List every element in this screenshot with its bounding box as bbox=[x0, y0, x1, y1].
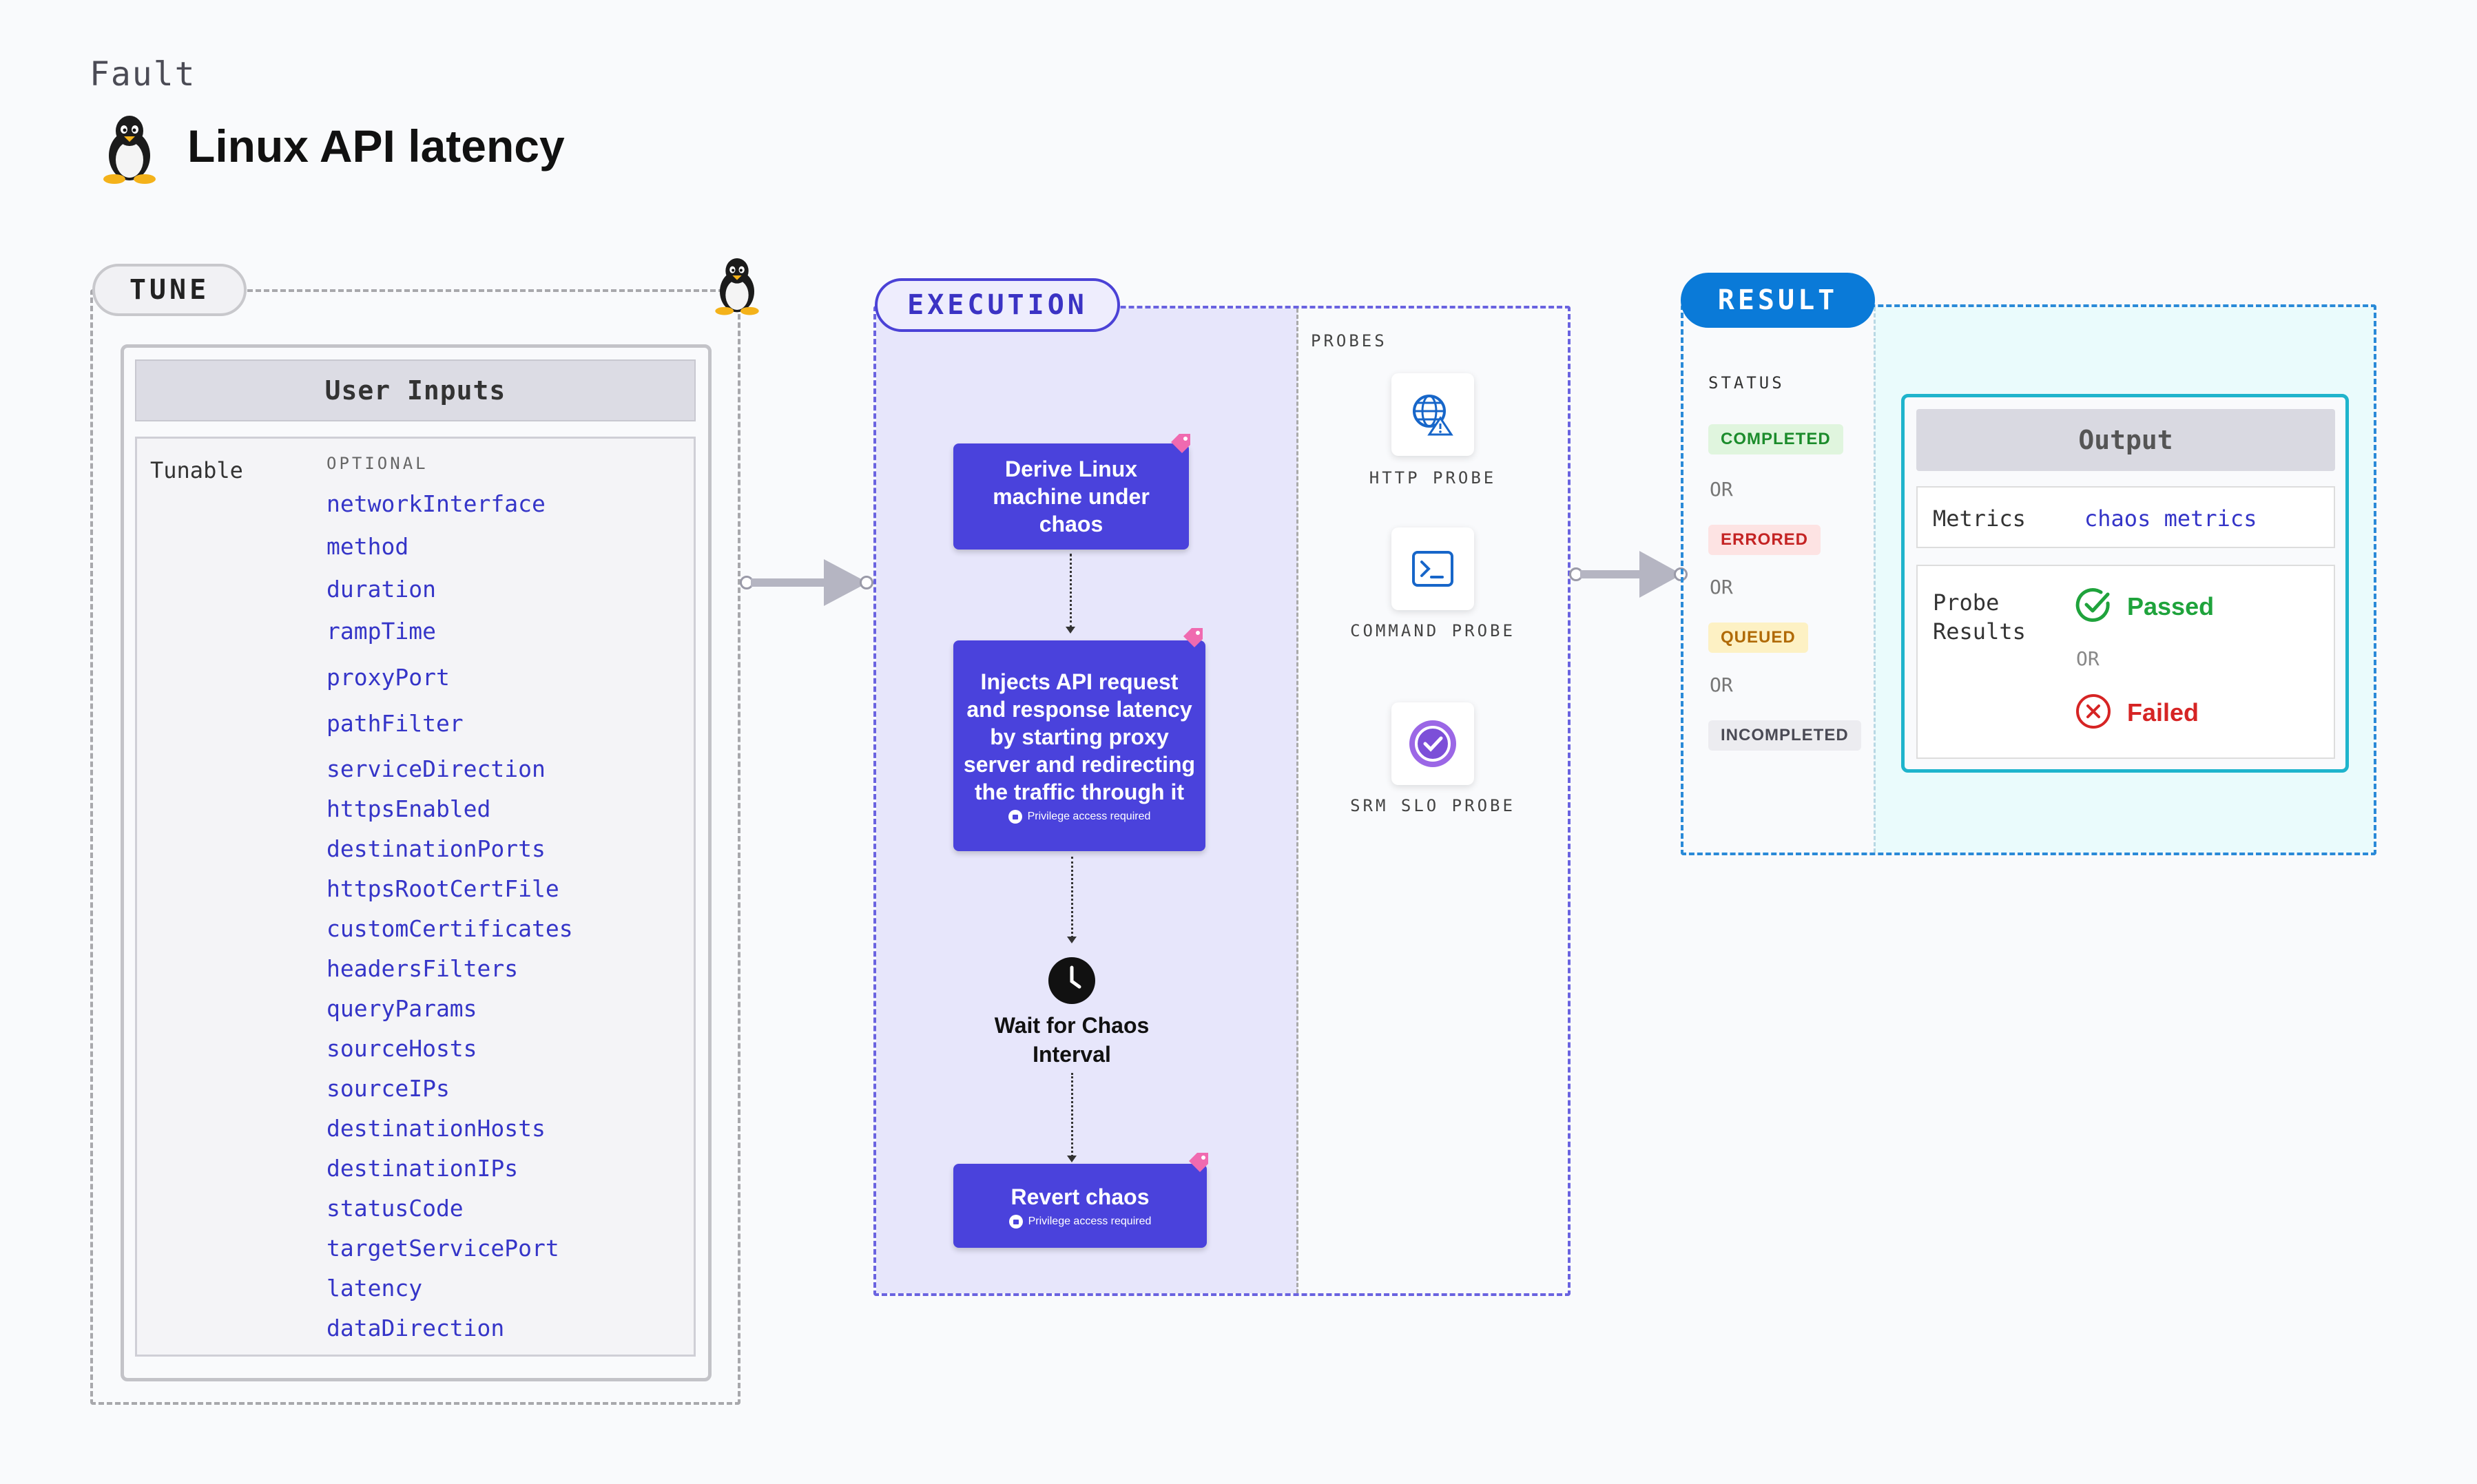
passed-label: Passed bbox=[2127, 592, 2215, 620]
param-item: pathFilter bbox=[327, 710, 464, 737]
probes-label: PROBES bbox=[1311, 331, 1387, 351]
flow-arrow-head bbox=[1639, 551, 1682, 598]
execution-pill: EXECUTION bbox=[875, 278, 1120, 332]
result-divider bbox=[1874, 307, 1876, 853]
or-label: OR bbox=[1710, 673, 1733, 696]
command-probe-label: COMMAND PROBE bbox=[1350, 621, 1515, 640]
param-item: networkInterface bbox=[327, 490, 546, 517]
step-inject-latency: Injects API request and response latency… bbox=[953, 640, 1205, 851]
param-item: customCertificates bbox=[327, 915, 573, 942]
param-item: serviceDirection bbox=[327, 755, 546, 782]
chaos-tag-icon bbox=[1171, 434, 1190, 453]
command-probe-tile bbox=[1391, 527, 1474, 610]
param-item: destinationHosts bbox=[327, 1115, 546, 1142]
step-derive-label: Derive Linux machine under chaos bbox=[993, 457, 1150, 536]
step-derive-machine: Derive Linux machine under chaos bbox=[953, 443, 1189, 550]
srm-slo-probe-label: SRM SLO PROBE bbox=[1350, 796, 1515, 815]
clock-icon bbox=[1048, 957, 1095, 1004]
chaos-tag-icon bbox=[1189, 1153, 1208, 1172]
flow-connector bbox=[1070, 554, 1072, 628]
result-pill: RESULT bbox=[1681, 273, 1875, 328]
step-revert-label: Revert chaos bbox=[1011, 1184, 1150, 1209]
param-item: sourceHosts bbox=[327, 1035, 477, 1062]
flow-connector bbox=[1071, 1073, 1073, 1157]
globe-warning-icon bbox=[1413, 395, 1453, 436]
step-inject-label: Injects API request and response latency… bbox=[963, 669, 1196, 804]
privilege-note: Privilege access required bbox=[1008, 810, 1151, 824]
flow-arrow-head bbox=[824, 559, 868, 606]
metrics-value: chaos metrics bbox=[2084, 505, 2257, 532]
wait-chaos-interval-label: Wait for Chaos Interval bbox=[994, 1013, 1150, 1067]
privilege-label: Privilege access required bbox=[1028, 1215, 1152, 1227]
linux-tux-icon bbox=[715, 258, 759, 315]
execution-section bbox=[873, 306, 1571, 1296]
fault-eyebrow: Fault bbox=[90, 55, 196, 94]
privilege-label: Privilege access required bbox=[1027, 811, 1151, 822]
http-probe-tile bbox=[1391, 373, 1474, 456]
lock-icon bbox=[1008, 810, 1022, 824]
metrics-row bbox=[1916, 486, 2335, 548]
param-item: sourceIPs bbox=[327, 1075, 450, 1102]
optional-label: OPTIONAL bbox=[327, 454, 428, 473]
tune-section bbox=[90, 289, 740, 1405]
page-title: Linux API latency bbox=[187, 121, 565, 171]
user-inputs-title: User Inputs bbox=[135, 359, 696, 421]
param-item: statusCode bbox=[327, 1195, 464, 1222]
privilege-note: Privilege access required bbox=[1008, 1215, 1152, 1229]
status-label: STATUS bbox=[1708, 373, 1785, 393]
param-item: httpsRootCertFile bbox=[327, 875, 559, 902]
srm-slo-probe-tile bbox=[1391, 702, 1474, 785]
linux-tux-icon bbox=[103, 116, 156, 184]
status-badge-errored: ERRORED bbox=[1708, 525, 1821, 555]
param-item: queryParams bbox=[327, 995, 477, 1022]
http-probe-label: HTTP PROBE bbox=[1369, 468, 1497, 488]
chaos-tag-icon bbox=[1183, 628, 1203, 647]
flow-arrow-head bbox=[1067, 937, 1077, 943]
param-item: headersFilters bbox=[327, 955, 519, 982]
metrics-label: Metrics bbox=[1933, 505, 2026, 532]
flow-arrow-line bbox=[1580, 570, 1644, 578]
param-item: method bbox=[327, 533, 409, 560]
terminal-icon bbox=[1412, 551, 1453, 587]
param-item: duration bbox=[327, 576, 436, 603]
status-badge-queued: QUEUED bbox=[1708, 623, 1808, 653]
or-label: OR bbox=[1710, 576, 1733, 598]
param-item: httpsEnabled bbox=[327, 795, 491, 822]
x-circle-icon bbox=[2076, 694, 2111, 729]
output-title: Output bbox=[1916, 409, 2335, 471]
slo-gauge-icon bbox=[1409, 720, 1456, 767]
status-badge-incompleted: INCOMPLETED bbox=[1708, 720, 1861, 751]
step-revert-chaos: Revert chaos Privilege access required bbox=[953, 1164, 1207, 1248]
failed-label: Failed bbox=[2127, 698, 2199, 727]
status-badge-completed: COMPLETED bbox=[1708, 424, 1843, 454]
tunable-list bbox=[135, 437, 696, 1357]
check-circle-icon bbox=[2075, 588, 2110, 622]
execution-divider bbox=[1296, 309, 1298, 1293]
param-item: destinationPorts bbox=[327, 835, 546, 862]
param-item: destinationIPs bbox=[327, 1155, 519, 1182]
flow-arrow-head bbox=[1067, 1156, 1077, 1162]
flow-arrow-head bbox=[1066, 627, 1075, 634]
param-item: rampTime bbox=[327, 618, 436, 645]
or-label: OR bbox=[1710, 478, 1733, 501]
param-item: proxyPort bbox=[327, 664, 450, 691]
param-item: latency bbox=[327, 1275, 423, 1302]
flow-arrow-line bbox=[751, 578, 828, 587]
flow-connector bbox=[1071, 857, 1073, 938]
param-item: targetServicePort bbox=[327, 1235, 559, 1262]
probe-results-label: Probe Results bbox=[1933, 589, 2026, 645]
or-label: OR bbox=[2076, 647, 2100, 670]
connector-node bbox=[860, 576, 873, 589]
tunable-label: Tunable bbox=[150, 457, 243, 483]
probe-results-row bbox=[1916, 565, 2335, 759]
result-section bbox=[1681, 304, 2376, 855]
lock-icon bbox=[1008, 1215, 1023, 1229]
tune-pill: TUNE bbox=[92, 264, 247, 316]
param-item: dataDirection bbox=[327, 1315, 505, 1341]
